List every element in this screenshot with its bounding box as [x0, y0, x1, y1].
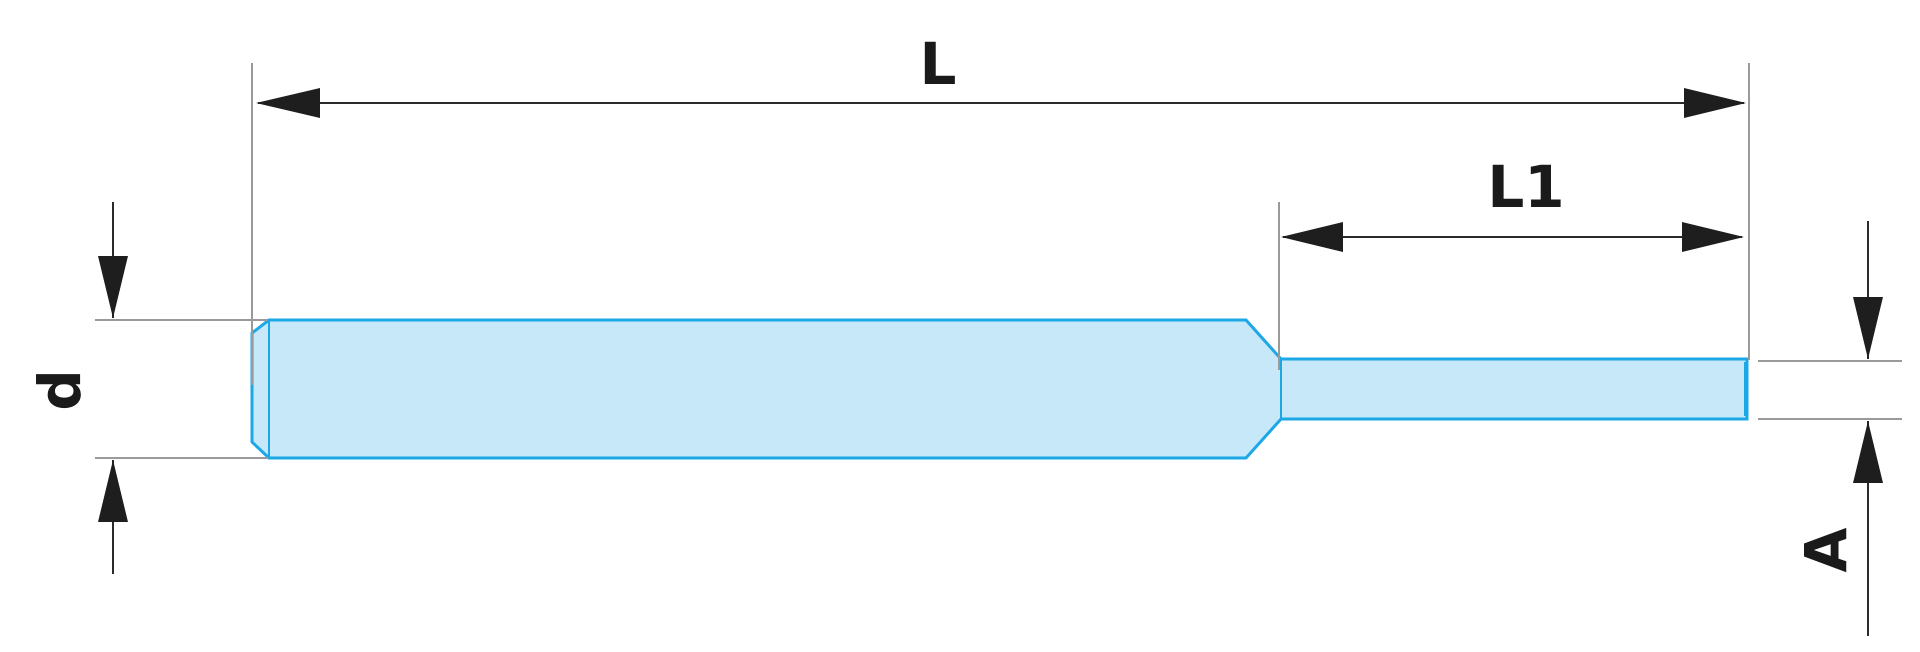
arrowhead-d-up [98, 460, 128, 522]
label-l1: L1 [1487, 153, 1564, 221]
arrowhead-l1-left [1281, 222, 1343, 252]
label-l: L [920, 30, 957, 98]
arrowhead-l-right [1684, 88, 1746, 118]
dimension-overall-length: L [256, 30, 1746, 118]
pin-punch-part [250, 318, 1749, 460]
dimension-pilot-length: L1 [1281, 153, 1744, 252]
arrowhead-a-up [1853, 421, 1883, 483]
dimension-pilot-diameter: A [1792, 221, 1883, 636]
dimension-shank-diameter: d [26, 202, 128, 574]
label-d: d [26, 369, 94, 411]
arrowhead-l1-right [1682, 222, 1744, 252]
extension-lines [95, 63, 1902, 459]
label-a: A [1792, 527, 1860, 572]
arrowhead-l-left [256, 88, 320, 118]
pin-punch-silhouette [250, 318, 1749, 460]
arrowhead-d-down [98, 256, 128, 318]
arrowhead-a-down [1853, 297, 1883, 359]
